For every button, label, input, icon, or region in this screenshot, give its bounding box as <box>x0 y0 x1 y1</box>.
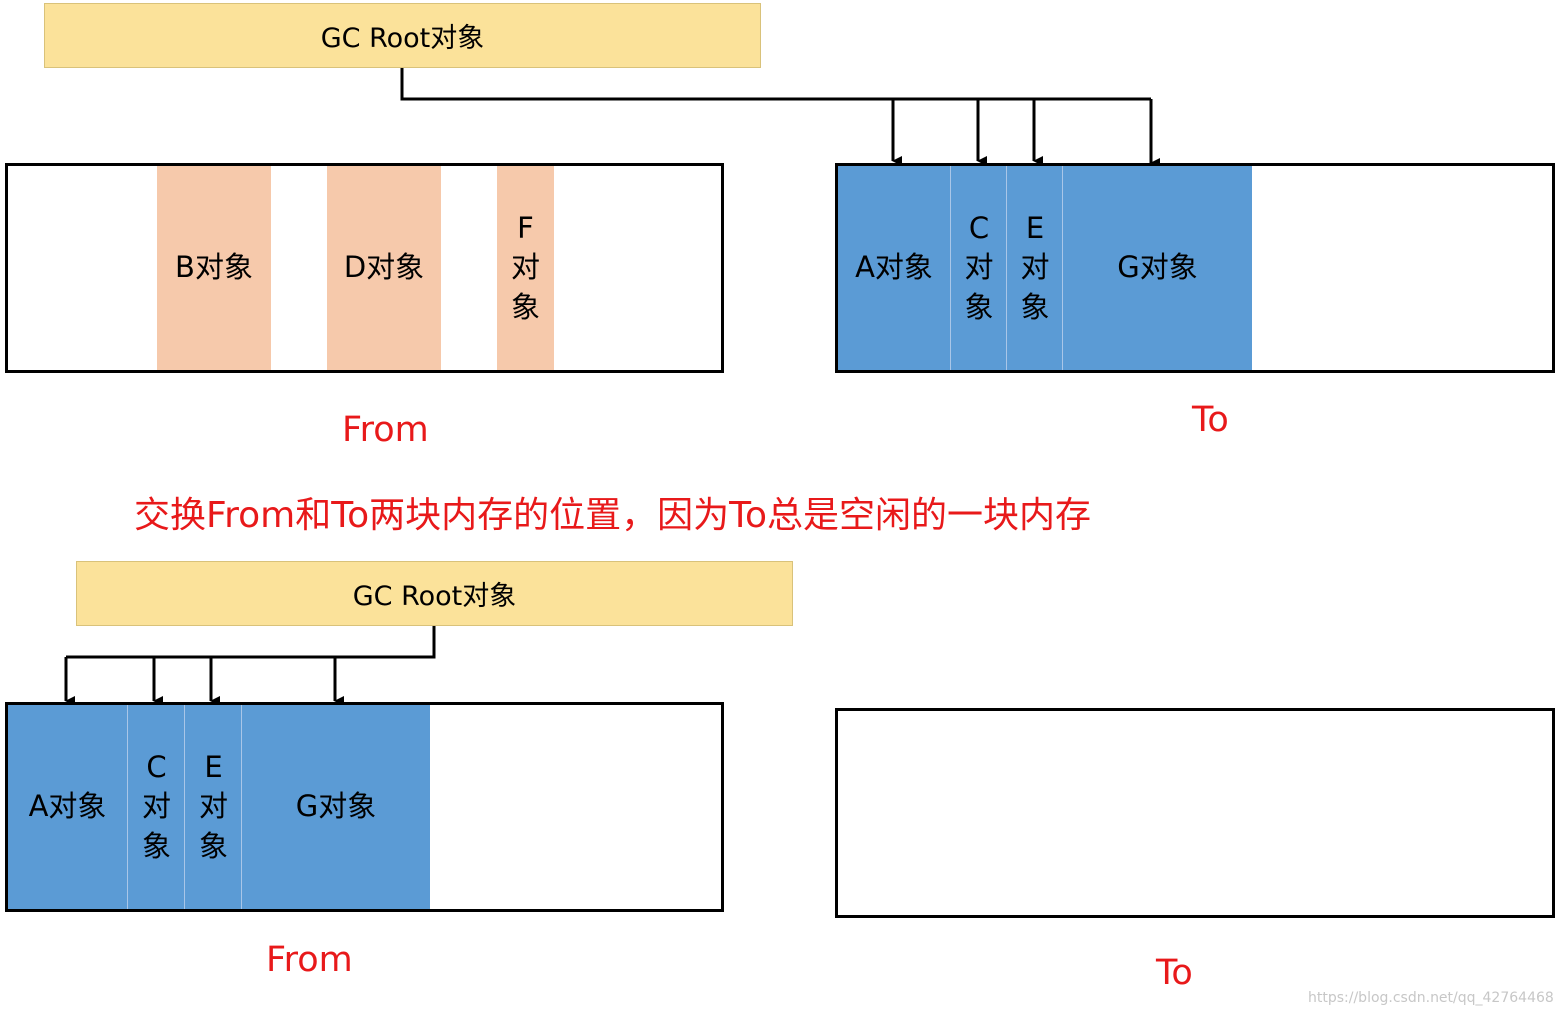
top-from-region: B对象 D对象 F 对 象 <box>5 163 724 373</box>
swap-caption: 交换From和To两块内存的位置，因为To总是空闲的一块内存 <box>134 495 1091 536</box>
bottom-to-label: To <box>1156 953 1193 993</box>
top-to-object-c: C 对 象 <box>950 166 1007 370</box>
top-gc-root-label: GC Root对象 <box>320 23 485 54</box>
bottom-root-trunk <box>66 626 436 659</box>
top-from-object-b: B对象 <box>157 166 271 370</box>
bottom-from-object-a: A对象 <box>8 705 127 909</box>
bottom-gc-root-box: GC Root对象 <box>76 561 793 626</box>
bottom-from-object-e: E 对 象 <box>184 705 242 909</box>
top-to-object-g: G对象 <box>1062 166 1252 370</box>
bottom-from-label: From <box>266 940 353 980</box>
bottom-from-object-c: C 对 象 <box>127 705 185 909</box>
top-from-object-f: F 对 象 <box>497 166 554 370</box>
top-to-object-e: E 对 象 <box>1006 166 1063 370</box>
top-from-label: From <box>342 410 429 450</box>
top-to-region: A对象 C 对 象 E 对 象 G对象 <box>835 163 1555 373</box>
bottom-gc-root-label: GC Root对象 <box>352 581 517 612</box>
top-root-trunk <box>400 67 1151 101</box>
watermark: https://blog.csdn.net/qq_42764468 <box>1308 990 1554 1006</box>
bottom-to-region <box>835 708 1555 918</box>
top-from-object-d: D对象 <box>327 166 441 370</box>
top-to-object-a: A对象 <box>838 166 950 370</box>
top-to-label: To <box>1192 400 1229 440</box>
bottom-from-object-g: G对象 <box>241 705 430 909</box>
bottom-from-region: A对象 C 对 象 E 对 象 G对象 <box>5 702 724 912</box>
top-gc-root-box: GC Root对象 <box>44 3 761 68</box>
